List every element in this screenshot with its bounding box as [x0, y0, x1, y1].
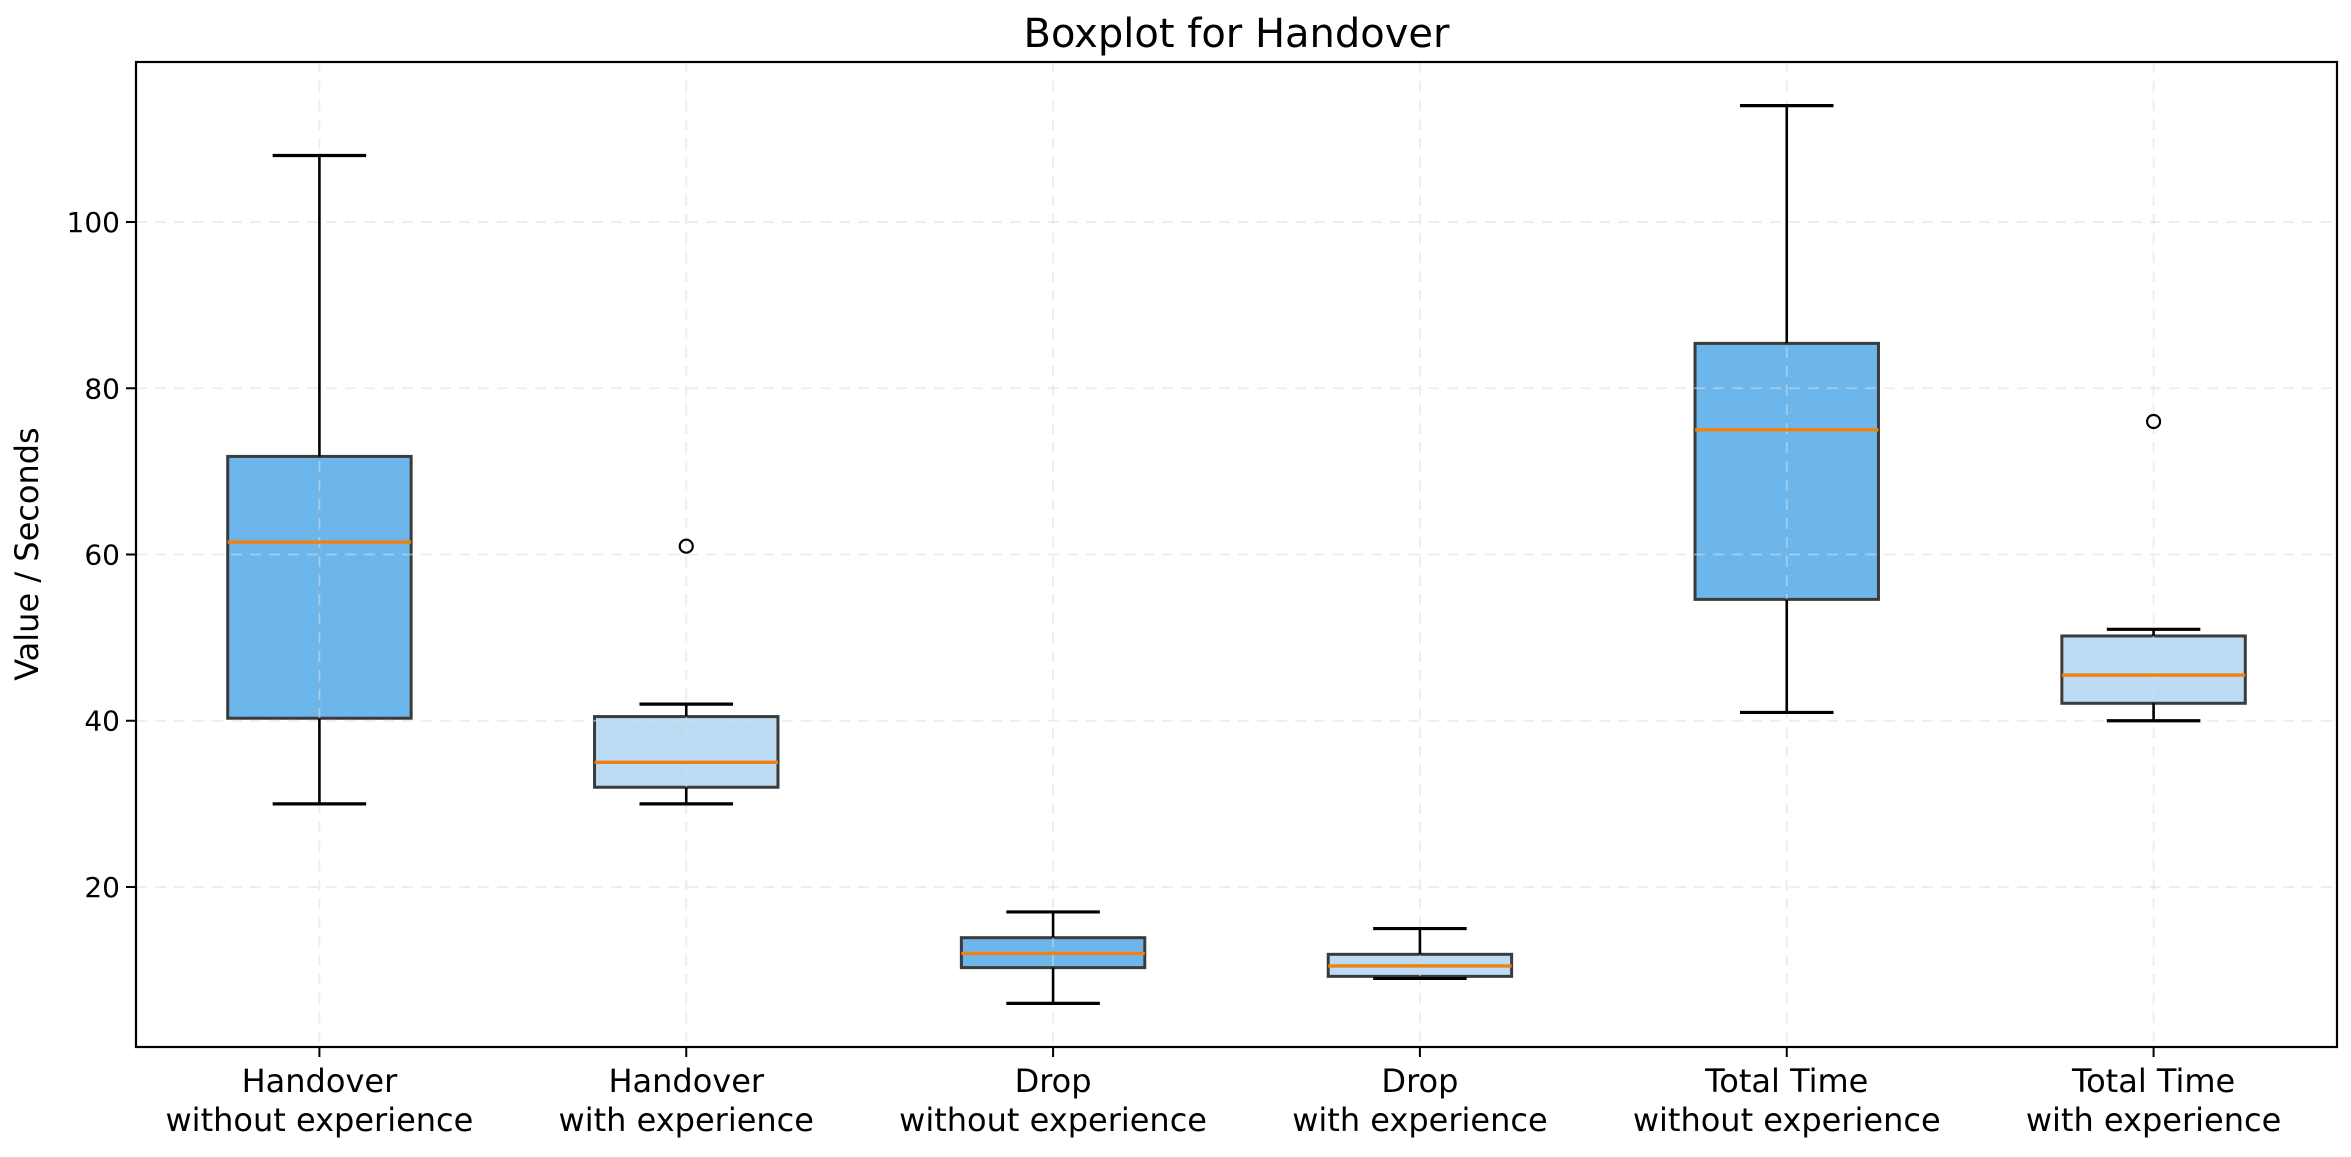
y-tick-label: 100 — [67, 206, 120, 239]
x-tick-label: with experience — [559, 1101, 814, 1139]
y-tick-label: 40 — [84, 705, 120, 738]
outlier-marker — [678, 538, 694, 554]
x-tick-label: without experience — [899, 1101, 1207, 1139]
x-tick-label: Handover — [608, 1062, 764, 1100]
x-tick-label: Total Time — [1704, 1062, 1868, 1100]
x-tick-label: Handover — [242, 1062, 398, 1100]
y-axis-label: Value / Seconds — [8, 427, 46, 681]
chart-title: Boxplot for Handover — [1023, 11, 1450, 57]
outlier-marker — [2145, 413, 2162, 430]
y-tick-label: 80 — [84, 372, 120, 405]
x-tick-label: Drop — [1015, 1062, 1092, 1100]
x-tick-label: with experience — [1292, 1101, 1547, 1139]
x-tick-label: Drop — [1381, 1062, 1458, 1100]
y-tick-label: 60 — [84, 539, 120, 572]
x-tick-label: without experience — [1633, 1101, 1941, 1139]
x-tick-label: without experience — [166, 1101, 474, 1139]
x-tick-label: Total Time — [2071, 1062, 2235, 1100]
x-tick-label: with experience — [2026, 1101, 2281, 1139]
y-tick-label: 20 — [84, 871, 120, 904]
